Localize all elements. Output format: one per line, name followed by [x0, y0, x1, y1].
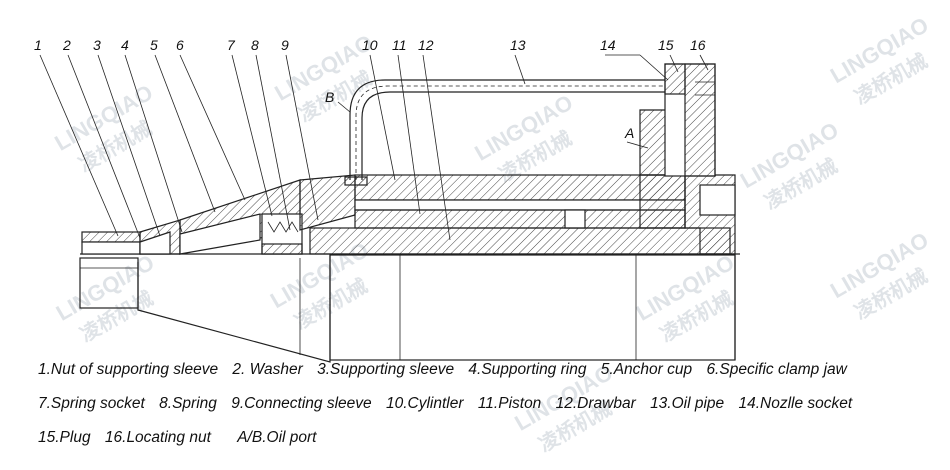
- callout-2: 2: [62, 37, 71, 53]
- legend-line-2: 7.Spring socket 8.Spring 9.Connecting sl…: [38, 395, 862, 413]
- callout-6: 6: [176, 37, 184, 53]
- legend-item: 1.Nut of supporting sleeve: [38, 361, 219, 378]
- lower-body: [79, 254, 736, 363]
- legend-item: 2. Washer: [232, 361, 303, 378]
- port-label-a: A: [624, 125, 634, 141]
- legend-item: A/B.Oil port: [237, 429, 317, 446]
- drawbar: [309, 227, 731, 255]
- callout-16: 16: [690, 37, 706, 53]
- legend-item: 8.Spring: [159, 395, 217, 412]
- callout-15: 15: [658, 37, 674, 53]
- callout-3: 3: [93, 37, 101, 53]
- piston: [354, 209, 686, 229]
- legend-item: 15.Plug: [38, 429, 91, 446]
- callout-13: 13: [510, 37, 526, 53]
- legend-line-1: 1.Nut of supporting sleeve 2. Washer 3.S…: [38, 361, 857, 379]
- legend-item: 5.Anchor cup: [600, 361, 693, 378]
- spring: [267, 221, 299, 233]
- legend-item: 13.Oil pipe: [650, 395, 725, 412]
- port-label-b: B: [325, 89, 334, 105]
- callout-12: 12: [418, 37, 434, 53]
- legend-item: 14.Nozlle socket: [738, 395, 853, 412]
- legend-line-3: 15.Plug 16.Locating nut A/B.Oil port: [38, 429, 326, 447]
- section-view: [80, 63, 740, 255]
- legend-item: 9.Connecting sleeve: [231, 395, 372, 412]
- cylinder: [354, 174, 686, 201]
- legend-item: 16.Locating nut: [104, 429, 211, 446]
- legend-item: 7.Spring socket: [38, 395, 145, 412]
- callout-8: 8: [251, 37, 259, 53]
- legend-item: 4.Supporting ring: [468, 361, 587, 378]
- callout-14: 14: [600, 37, 616, 53]
- callout-11: 11: [392, 37, 407, 53]
- legend-item: 3.Supporting sleeve: [317, 361, 455, 378]
- callout-1: 1: [34, 37, 42, 53]
- oil-pipe: [349, 79, 665, 180]
- nut-of-supporting-sleeve: [81, 231, 141, 243]
- leader-lines: [39, 54, 709, 241]
- callout-7: 7: [227, 37, 236, 53]
- callouts: 1 2 3 4 5 6 7 8 9 10 11 12 13 14 15 16 B…: [34, 37, 706, 141]
- callout-9: 9: [281, 37, 289, 53]
- callout-5: 5: [150, 37, 158, 53]
- legend-item: 10.Cylintler: [385, 395, 464, 412]
- plug: [664, 63, 686, 95]
- legend-item: 12.Drawbar: [555, 395, 636, 412]
- legend-item: 6.Specific clamp jaw: [706, 361, 847, 378]
- callout-4: 4: [121, 37, 129, 53]
- callout-10: 10: [362, 37, 378, 53]
- legend-item: 11.Piston: [477, 395, 542, 412]
